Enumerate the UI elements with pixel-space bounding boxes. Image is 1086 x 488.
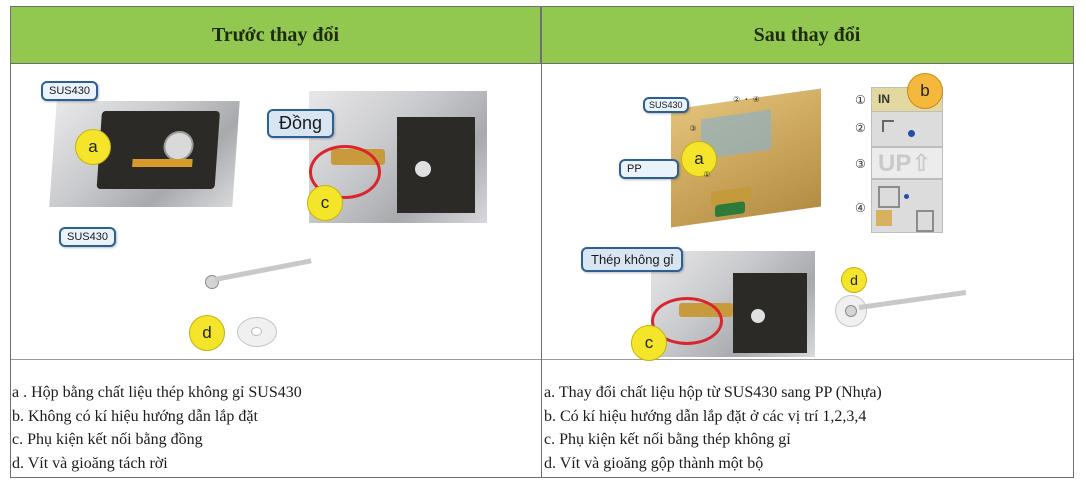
marker-1: ① [703,170,711,179]
comparison-table: Trước thay đổi Sau thay đổi SUS430 SUS43… [10,6,1074,478]
callout-copper: Đồng [267,109,335,138]
after-desc-c: c. Phụ kiện kết nối bằng thép không gỉ [544,431,791,448]
after-desc-a: a. Thay đổi chất liệu hộp từ SUS430 sang… [544,384,882,401]
after-screw-set-photo [831,285,971,335]
guide-num-1: ① [855,93,866,107]
highlight-ring-copper [309,145,381,199]
guide-up-label: UP⇧ [878,150,932,177]
guide-in-label: IN [878,92,890,106]
marker-3: ③ [689,124,697,133]
callout-stainless: Thép không gỉ [581,247,684,272]
header-before: Trước thay đổi [11,7,541,64]
guide-num-4: ④ [855,201,866,215]
before-description: a . Hộp bằng chất liệu thép không gỉ SUS… [12,381,302,475]
callout-sus430-top: SUS430 [41,81,98,101]
before-desc-a: a . Hộp bằng chất liệu thép không gỉ SUS… [12,384,302,401]
badge-d-before: d [189,315,225,351]
column-divider [541,7,542,477]
guide-num-2: ② [855,121,866,135]
badge-c-before: c [307,185,343,221]
badge-d-after: d [841,267,867,293]
guide-num-3: ③ [855,157,866,171]
badge-b-after: b [907,73,943,109]
guide-tile-2 [871,111,943,147]
header-after: Sau thay đổi [541,7,1073,64]
row-divider-right [542,359,1073,360]
after-description: a. Thay đổi chất liệu hộp từ SUS430 sang… [544,381,882,475]
before-desc-d: d. Vít và gioăng tách rời [12,454,168,472]
before-washer-photo [233,313,281,349]
guide-tile-up: UP⇧ [871,147,943,179]
callout-sus430-bottom: SUS430 [59,227,116,247]
badge-a-before: a [75,129,111,165]
highlight-ring-stainless [651,297,723,345]
row-divider-left [11,359,541,360]
before-desc-c: c. Phụ kiện kết nối bằng đồng [12,431,203,448]
marker-2-4: ② ・ ④ [733,95,760,104]
badge-c-after: c [631,325,667,361]
badge-a-after: a [681,141,717,177]
callout-sus430-after: SUS430 [643,97,689,113]
after-desc-b: b. Có kí hiệu hướng dẫn lắp đặt ở các vị… [544,407,867,425]
after-desc-d: d. Vít và gioăng gộp thành một bộ [544,454,764,472]
callout-pp: PP [619,159,679,179]
before-desc-b: b. Không có kí hiệu hướng dẫn lắp đặt [12,407,258,425]
before-screw-photo [199,257,315,299]
guide-tile-4 [871,179,943,233]
